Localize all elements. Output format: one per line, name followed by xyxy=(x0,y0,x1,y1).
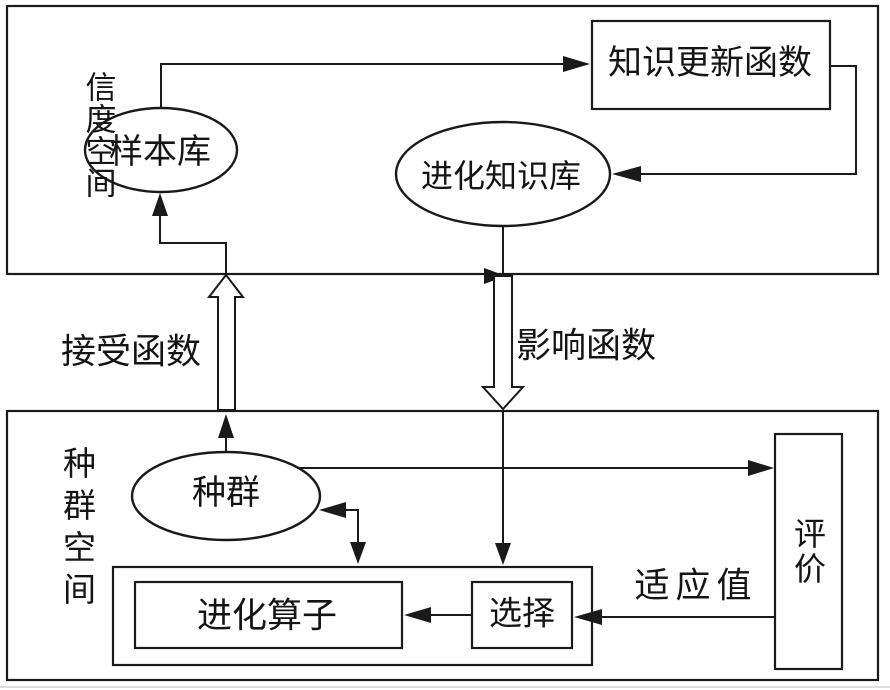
arrowhead-into-population xyxy=(319,502,346,518)
sample-library-label: 样本库 xyxy=(109,134,211,171)
evaluation-label: 评价 xyxy=(790,517,826,587)
belief-space-label: 信度空间 xyxy=(80,71,116,199)
edge-operator-population-loop xyxy=(345,509,359,543)
accept-function-label: 接受函数 xyxy=(60,332,202,372)
evolution-knowledge-base-label: 进化知识库 xyxy=(420,158,582,194)
population-label: 种群 xyxy=(192,475,260,512)
population-space-label: 种群空间 xyxy=(57,446,94,614)
arrowhead-population-up xyxy=(218,414,234,438)
arrowhead-into-operator-group xyxy=(495,543,511,565)
influence-function-label: 影响函数 xyxy=(515,326,657,366)
arrowhead-into-update xyxy=(563,56,590,72)
evolution-operator-box xyxy=(133,580,404,650)
edge-update-to-knowledge xyxy=(640,65,857,175)
belief-space-box xyxy=(5,4,880,276)
arrowhead-into-evaluation xyxy=(748,460,774,476)
evolution-operator-label: 进化算子 xyxy=(196,596,338,636)
arrowhead-into-sample xyxy=(152,193,168,216)
edge-border-to-sample xyxy=(159,214,227,276)
influence-function-arrow xyxy=(480,275,526,411)
fitness-value-label: 适应值 xyxy=(634,566,758,606)
knowledge-update-function-label: 知识更新函数 xyxy=(608,45,812,82)
arrowhead-into-operator xyxy=(404,607,431,623)
selection-label: 选择 xyxy=(489,596,555,633)
edge-sample-to-update xyxy=(160,63,564,108)
accept-function-arrow xyxy=(206,273,246,411)
arrowhead-into-knowledge xyxy=(612,166,641,182)
population-space-box xyxy=(5,409,880,682)
evaluation-box xyxy=(773,432,844,671)
arrowhead-into-selection xyxy=(574,609,602,625)
arrowhead-loop-down xyxy=(350,542,366,564)
